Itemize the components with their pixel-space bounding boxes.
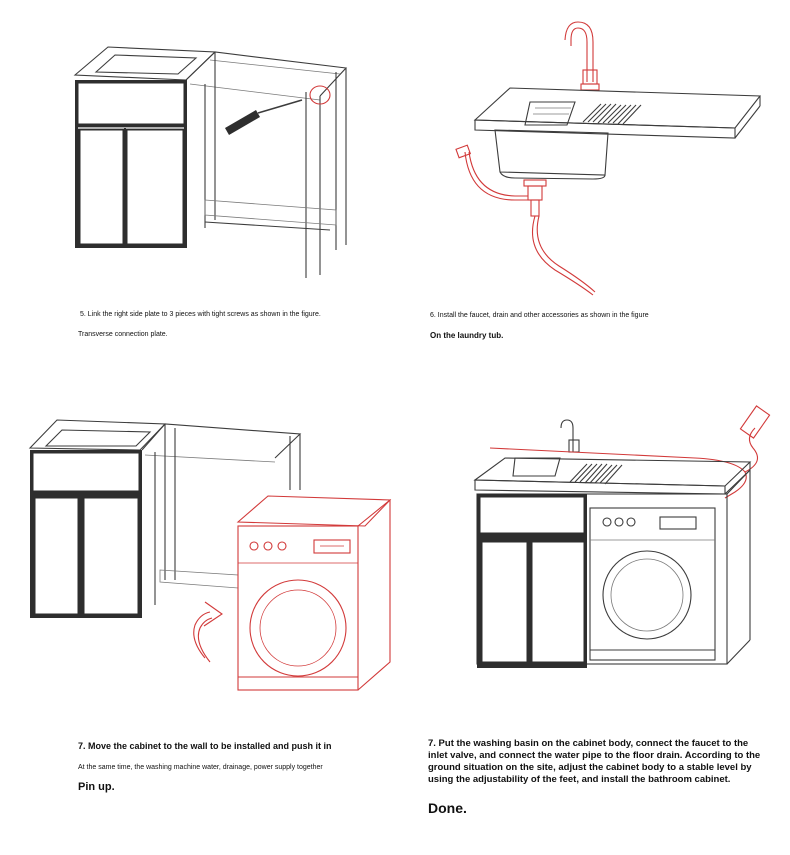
step-7b-caption-body: 7. Put the washing basin on the cabinet … bbox=[428, 738, 761, 785]
step-5-caption-line2: Transverse connection plate. bbox=[78, 331, 168, 338]
drainboard bbox=[582, 103, 642, 125]
step-7a-caption-line3: Pin up. bbox=[78, 781, 115, 793]
step-5-illustration bbox=[73, 46, 348, 278]
step-5-panel: 5. Link the right side plate to 3 pieces… bbox=[0, 0, 395, 350]
step-5-caption-line1: 5. Link the right side plate to 3 pieces… bbox=[80, 311, 321, 318]
screwdriver-icon bbox=[225, 99, 303, 135]
step-6-caption-line2: On the laundry tub. bbox=[430, 331, 504, 340]
step-7b-illustration bbox=[473, 405, 771, 668]
installed-washing-machine bbox=[589, 507, 716, 661]
step-7a-panel: 7. Move the cabinet to the wall to be in… bbox=[0, 400, 395, 855]
push-arrow-icon bbox=[193, 601, 223, 663]
highlight-circle bbox=[309, 85, 331, 105]
washing-machine-icon bbox=[236, 495, 392, 691]
spray-hose-icon bbox=[489, 405, 771, 499]
drainboard bbox=[569, 463, 623, 485]
step-6-caption-line1: 6. Install the faucet, drain and other a… bbox=[430, 312, 649, 319]
step-7a-caption-line2: At the same time, the washing machine wa… bbox=[78, 764, 323, 771]
faucet-icon bbox=[564, 21, 600, 91]
step-7b-caption-done: Done. bbox=[428, 800, 467, 816]
drain-icon bbox=[523, 179, 547, 217]
step-6-illustration bbox=[455, 21, 762, 296]
step-7a-caption-line1: 7. Move the cabinet to the wall to be in… bbox=[78, 741, 332, 751]
step-6-panel: 6. Install the faucet, drain and other a… bbox=[395, 0, 790, 350]
step-7b-panel: 7. Put the washing basin on the cabinet … bbox=[395, 400, 790, 855]
faucet-icon bbox=[560, 419, 580, 453]
step-7a-illustration bbox=[28, 419, 392, 691]
